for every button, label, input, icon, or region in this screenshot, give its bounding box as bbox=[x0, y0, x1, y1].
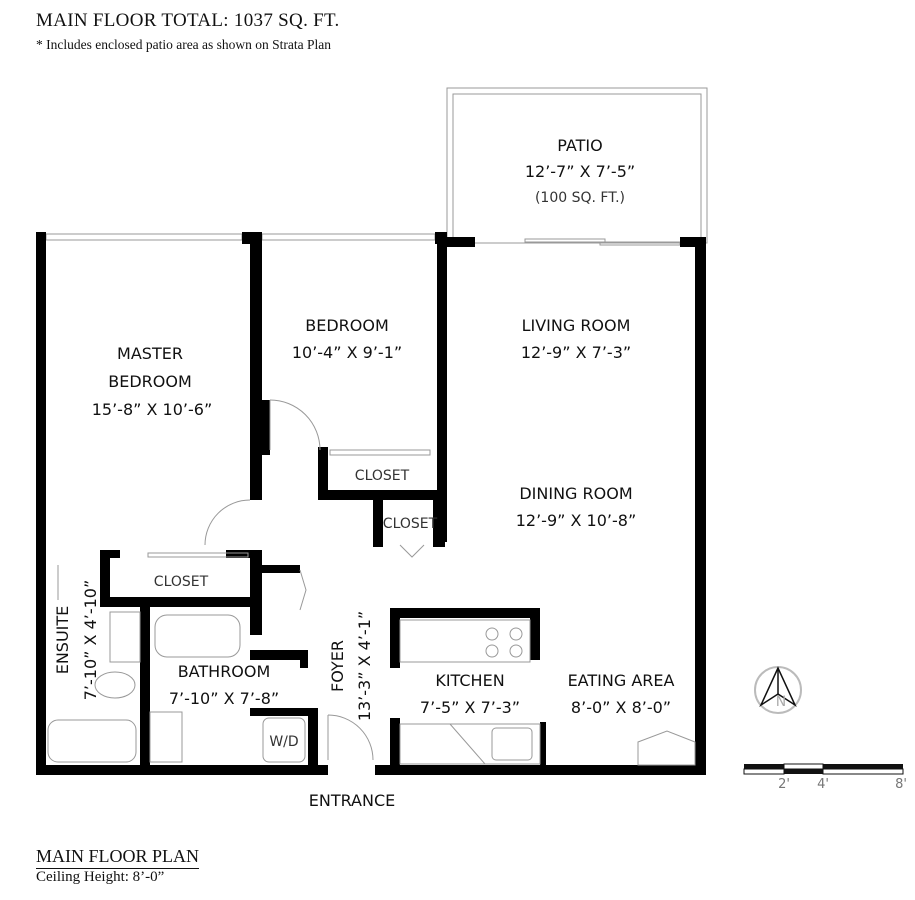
eating-dims: 8’-0” X 8’-0” bbox=[571, 698, 671, 717]
living-name: LIVING ROOM bbox=[522, 316, 631, 335]
closet-master: CLOSET bbox=[154, 574, 209, 590]
ensuite-name: ENSUITE bbox=[53, 606, 72, 675]
patio-outline bbox=[446, 87, 708, 244]
scale-tick: 8' bbox=[895, 777, 907, 792]
dining-dims: 12’-9” X 10’-8” bbox=[516, 511, 637, 530]
closet-bedroom: CLOSET bbox=[355, 468, 410, 484]
patio-dims: 12’-7” X 7’-5” bbox=[525, 162, 635, 181]
closet-hall: CLOSET bbox=[383, 516, 438, 532]
doors-fixtures bbox=[47, 399, 696, 766]
patio-area: (100 SQ. FT.) bbox=[535, 190, 625, 206]
plan-title: MAIN FLOOR PLAN bbox=[36, 846, 200, 869]
foyer-dims: 13’-3” X 4’-1” bbox=[355, 611, 374, 721]
wd-label: W/D bbox=[269, 734, 298, 750]
floor-total-title: MAIN FLOOR TOTAL: 1037 SQ. FT. bbox=[36, 10, 340, 31]
scale-tick: 4' bbox=[817, 777, 829, 792]
bathroom-name: BATHROOM bbox=[178, 662, 271, 681]
ensuite-dims: 7’-10” X 4’-10” bbox=[81, 580, 100, 701]
kitchen-dims: 7’-5” X 7’-3” bbox=[420, 698, 520, 717]
walls bbox=[36, 232, 706, 775]
master-name2: BEDROOM bbox=[108, 372, 192, 391]
patio-note: * Includes enclosed patio area as shown … bbox=[36, 37, 332, 52]
north-arrow-icon: N bbox=[754, 666, 802, 714]
foyer-name: FOYER bbox=[328, 640, 347, 692]
kitchen-name: KITCHEN bbox=[435, 671, 504, 690]
bedroom-name: BEDROOM bbox=[305, 316, 389, 335]
compass-label: N bbox=[776, 694, 786, 710]
dining-name: DINING ROOM bbox=[519, 484, 632, 503]
living-dims: 12’-9” X 7’-3” bbox=[521, 343, 631, 362]
scale-bar: 2' 4' 8' bbox=[743, 763, 907, 792]
ceiling-height: Ceiling Height: 8’-0” bbox=[36, 869, 165, 885]
master-dims: 15’-8” X 10’-6” bbox=[92, 400, 213, 419]
scale-tick: 2' bbox=[778, 777, 790, 792]
patio-name: PATIO bbox=[557, 136, 602, 155]
entrance-label: ENTRANCE bbox=[309, 791, 396, 810]
bedroom-dims: 10’-4” X 9’-1” bbox=[292, 343, 402, 362]
eating-name: EATING AREA bbox=[568, 671, 675, 690]
bathroom-dims: 7’-10” X 7’-8” bbox=[169, 689, 279, 708]
master-name1: MASTER bbox=[117, 344, 183, 363]
